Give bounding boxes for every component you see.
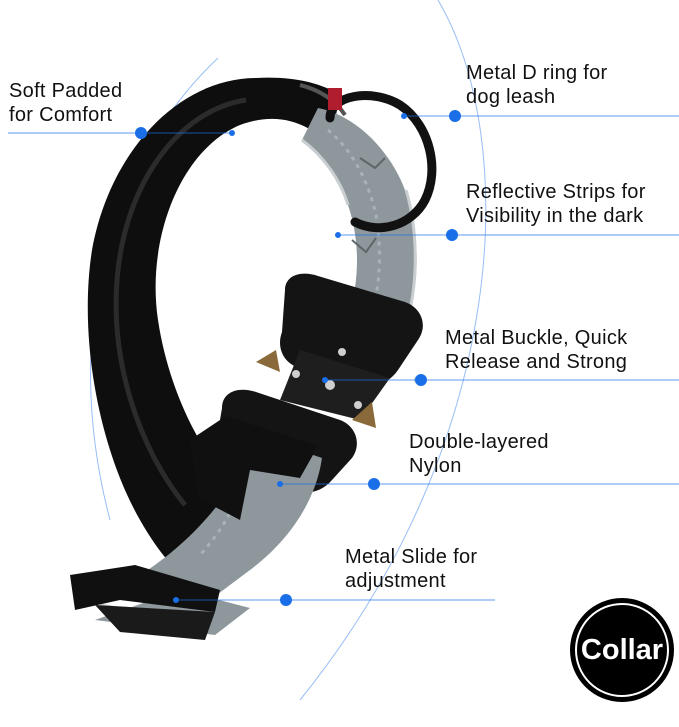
label-buckle-line1: Metal Buckle, Quick	[445, 327, 628, 349]
label-reflective-line1: Reflective Strips for	[466, 181, 646, 203]
label-soft-padded-line2: for Comfort	[9, 104, 113, 126]
label-d-ring-line1: Metal D ring for	[466, 62, 608, 84]
label-reflective-line2: Visibility in the dark	[466, 205, 644, 227]
label-slide: Metal Slide for adjustment	[345, 545, 477, 593]
d-ring	[325, 91, 437, 233]
label-soft-padded-line1: Soft Padded	[9, 80, 123, 102]
label-buckle: Metal Buckle, Quick Release and Strong	[445, 326, 627, 374]
metal-slide	[70, 416, 318, 640]
callout-lines	[8, 115, 679, 601]
label-slide-line1: Metal Slide for	[345, 546, 478, 568]
d-ring-tag	[328, 88, 342, 110]
label-buckle-line2: Release and Strong	[445, 351, 628, 373]
label-slide-line2: adjustment	[345, 570, 446, 592]
label-d-ring-line2: dog leash	[466, 86, 556, 108]
label-d-ring: Metal D ring for dog leash	[466, 61, 608, 109]
guide-arc-outer	[299, 0, 487, 701]
callout-dots	[135, 110, 461, 606]
collar-padding	[87, 77, 347, 581]
webbing-upper	[301, 108, 417, 319]
label-nylon-line2: Nylon	[409, 455, 462, 477]
collar-badge-label: Collar	[580, 633, 664, 666]
label-reflective: Reflective Strips for Visibility in the …	[466, 180, 646, 228]
label-nylon-line1: Double-layered	[409, 431, 549, 453]
label-soft-padded: Soft Padded for Comfort	[9, 79, 122, 127]
label-nylon: Double-layered Nylon	[409, 430, 549, 478]
collar-badge: Collar	[570, 598, 674, 702]
